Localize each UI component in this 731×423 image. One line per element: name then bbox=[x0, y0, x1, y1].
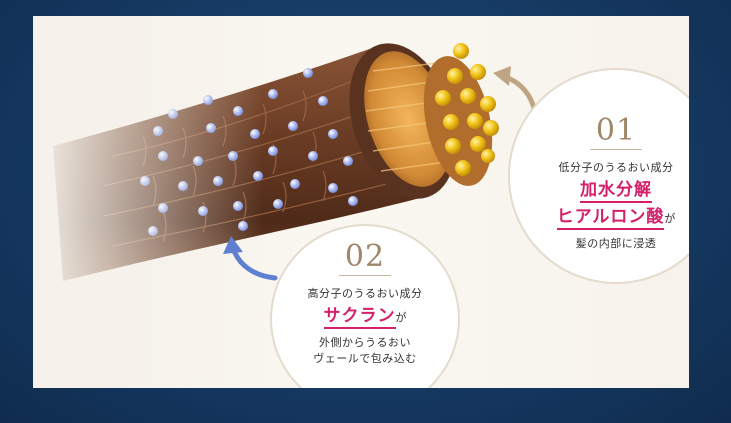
point2-particle: が bbox=[395, 311, 407, 324]
point2-line1: 高分子のうるおい成分 bbox=[307, 287, 423, 300]
illustration-panel: 01 低分子のうるおい成分 加水分解 ヒアルロン酸が 髪の内部に浸透 02 高分… bbox=[33, 16, 689, 388]
point1-line1: 低分子のうるおい成分 bbox=[558, 161, 674, 174]
point1-accent2: ヒアルロン酸 bbox=[556, 206, 665, 230]
point1-particle: が bbox=[664, 212, 676, 225]
point2-number: 02 bbox=[338, 240, 392, 276]
point1-line4: 髪の内部に浸透 bbox=[575, 237, 657, 250]
point2-line4: ヴェールで包み込む bbox=[313, 352, 417, 365]
point2-line3: 外側からうるおい bbox=[319, 336, 411, 349]
point2-circle: 02 高分子のうるおい成分 サクランが 外側からうるおい ヴェールで包み込む bbox=[270, 224, 460, 388]
point1-number: 01 bbox=[589, 114, 643, 150]
point1-accent1: 加水分解 bbox=[580, 179, 652, 203]
arrow-point1-head bbox=[493, 66, 511, 86]
arrow-point2-head bbox=[223, 236, 243, 254]
point2-accent: サクラン bbox=[323, 305, 396, 329]
